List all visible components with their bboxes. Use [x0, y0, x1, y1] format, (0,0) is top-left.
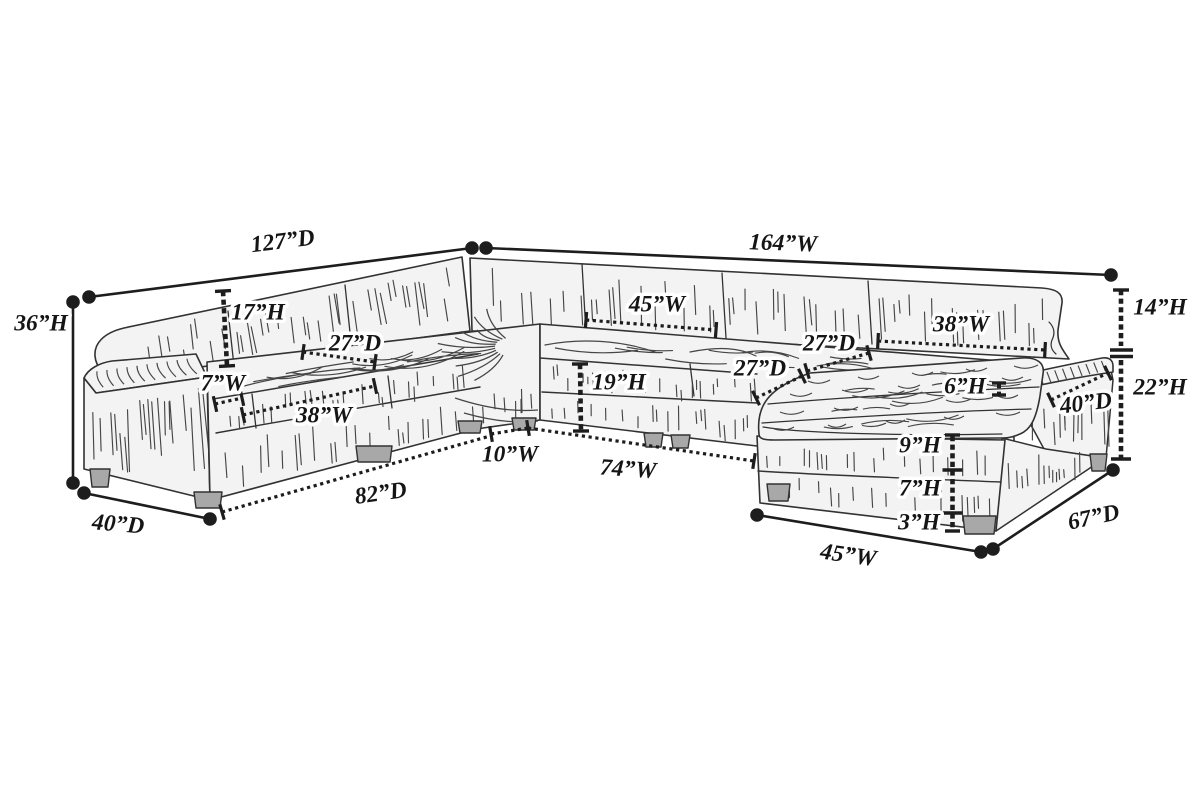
svg-text:38”W: 38”W [932, 311, 991, 337]
svg-text:14”H: 14”H [1133, 294, 1187, 320]
svg-text:36”H: 36”H [13, 310, 68, 336]
svg-text:74”W: 74”W [599, 454, 659, 484]
svg-text:6”H: 6”H [944, 373, 987, 399]
svg-text:27”D: 27”D [328, 330, 381, 356]
svg-text:7”H: 7”H [899, 475, 942, 501]
svg-text:19”H: 19”H [592, 369, 646, 395]
svg-text:27”D: 27”D [733, 355, 786, 381]
svg-text:22”H: 22”H [1132, 374, 1187, 400]
svg-text:17”H: 17”H [231, 299, 285, 325]
svg-text:40”D: 40”D [90, 509, 145, 540]
svg-text:67”D: 67”D [1065, 499, 1122, 535]
svg-text:45”W: 45”W [818, 538, 880, 572]
svg-text:164”W: 164”W [749, 229, 820, 257]
svg-text:127”D: 127”D [249, 225, 316, 259]
svg-text:38”W: 38”W [295, 402, 354, 428]
svg-text:45”W: 45”W [628, 291, 687, 317]
svg-text:9”H: 9”H [899, 432, 942, 458]
svg-text:10”W: 10”W [482, 441, 540, 467]
svg-text:3”H: 3”H [897, 509, 941, 535]
svg-text:7”W: 7”W [201, 370, 248, 396]
svg-text:82”D: 82”D [353, 477, 408, 510]
svg-text:27”D: 27”D [802, 330, 855, 356]
